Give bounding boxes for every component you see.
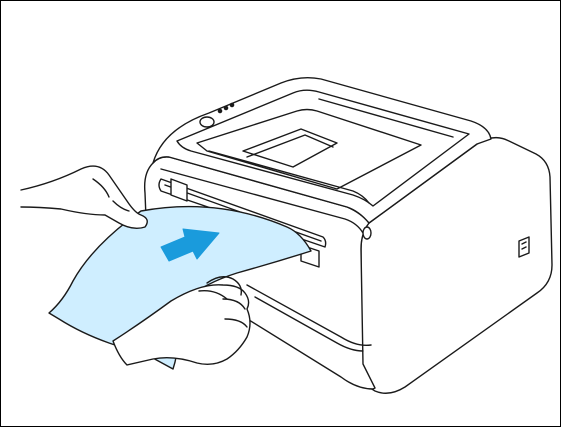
status-led-1	[218, 109, 221, 112]
status-led-2	[224, 106, 227, 109]
power-button	[200, 117, 214, 127]
status-led-3	[230, 103, 233, 106]
left-hand	[21, 166, 147, 228]
front-cover-latch	[363, 227, 371, 239]
